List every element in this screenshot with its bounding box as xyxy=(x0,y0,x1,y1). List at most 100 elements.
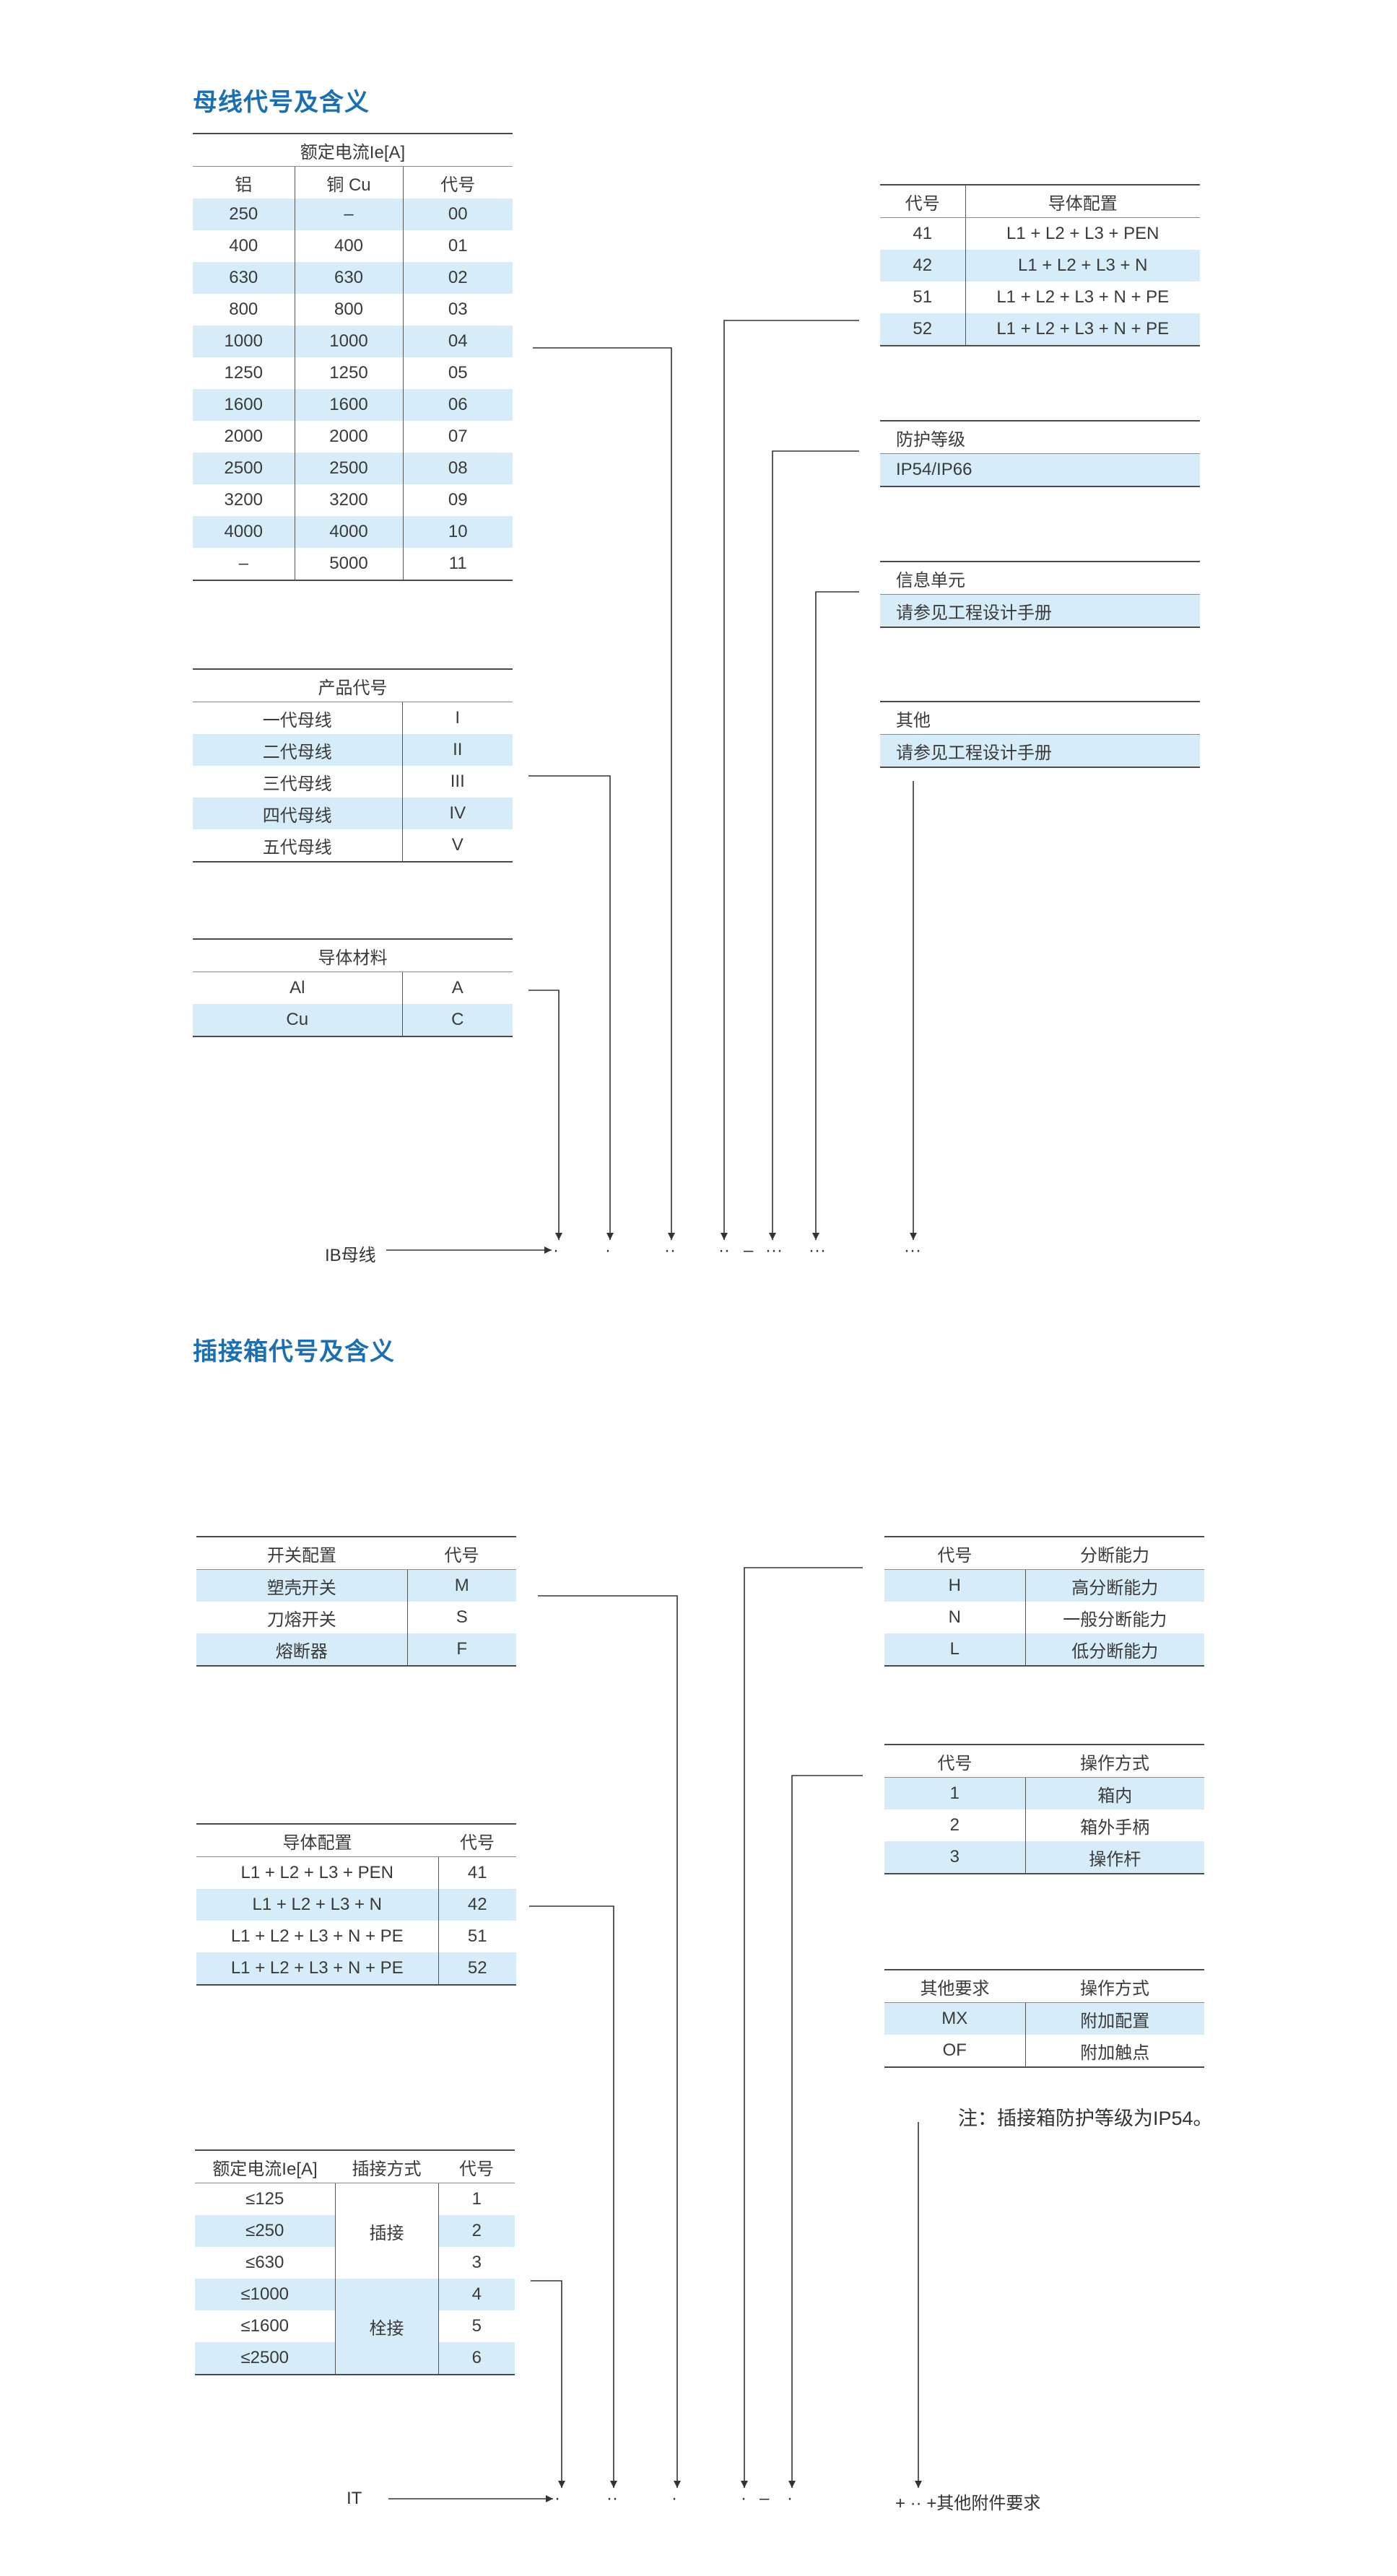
connector-line xyxy=(769,450,859,1240)
operation-header-mode: 操作方式 xyxy=(1025,1744,1204,1778)
busbar-protection-table: 防护等级 IP54/IP66 xyxy=(880,420,1200,487)
code-mark: · xyxy=(605,1241,611,1260)
connector-line xyxy=(741,1567,863,2488)
connector-line xyxy=(528,775,614,1240)
pb-conductor-header-code: 代号 xyxy=(438,1823,516,1857)
method-bolt: 栓接 xyxy=(334,2279,438,2375)
connector-line xyxy=(538,1595,681,2488)
info-value: 请参见工程设计手册 xyxy=(880,594,1200,628)
code-mark: ·· xyxy=(718,1241,730,1260)
rating-header-method: 插接方式 xyxy=(335,2149,438,2183)
info-title: 信息单元 xyxy=(880,561,1200,595)
busbar-info-table: 信息单元 请参见工程设计手册 xyxy=(880,561,1200,628)
code-dash: – xyxy=(760,2489,770,2508)
table-row: ≤125 插接 1 xyxy=(195,2183,515,2279)
code-mark: ·· xyxy=(606,2489,618,2508)
rating-header-current: 额定电流Ie[A] xyxy=(195,2149,335,2183)
code-dash: – xyxy=(744,1241,754,1260)
operation-header-code: 代号 xyxy=(884,1744,1025,1778)
code-mark: ··· xyxy=(904,1241,921,1260)
connector-line xyxy=(528,990,562,1240)
connector-line xyxy=(533,347,675,1240)
code-mark: ··· xyxy=(809,1241,826,1260)
busbar-section-title: 母线代号及含义 xyxy=(193,89,370,116)
method-plug: 插接 xyxy=(334,2183,438,2279)
conductor-header-code: 代号 xyxy=(880,184,965,218)
table-row: 250–00 xyxy=(193,198,513,230)
code-mark: · xyxy=(787,2489,793,2508)
protection-value: IP54/IP66 xyxy=(880,453,1200,487)
code-mark: · xyxy=(554,2489,560,2508)
product-table-title: 产品代号 xyxy=(193,668,513,702)
protection-title: 防护等级 xyxy=(880,420,1200,454)
other-title: 其他 xyxy=(880,701,1200,735)
connector-line xyxy=(812,591,859,1240)
connector-line xyxy=(788,1775,863,2488)
code-mark: · xyxy=(671,2489,677,2508)
busbar-other-table: 其他 请参见工程设计手册 xyxy=(880,701,1200,768)
other-value: 请参见工程设计手册 xyxy=(880,734,1200,768)
rating-header-code: 代号 xyxy=(438,2149,515,2183)
plugbox-code-label: IT xyxy=(347,2489,362,2508)
current-table-title: 额定电流Ie[A] xyxy=(193,133,513,167)
header-copper: 铜 Cu xyxy=(294,166,403,198)
code-suffix: + ·· +其他附件要求 xyxy=(895,2494,1041,2513)
extra-header-req: 其他要求 xyxy=(884,1969,1025,2003)
busbar-code-label: IB母线 xyxy=(325,1246,376,1265)
conductor-header-config: 导体配置 xyxy=(965,184,1200,218)
breaking-header-capacity: 分断能力 xyxy=(1025,1536,1204,1570)
header-code: 代号 xyxy=(402,166,513,198)
connector-line xyxy=(721,320,859,1240)
connector-line xyxy=(531,2280,565,2488)
plugbox-note: 注：插接箱防护等级为IP54。 xyxy=(958,2108,1213,2129)
switch-header-code: 代号 xyxy=(407,1536,516,1570)
switch-header-config: 开关配置 xyxy=(196,1536,407,1570)
connector-line xyxy=(529,1905,617,2488)
